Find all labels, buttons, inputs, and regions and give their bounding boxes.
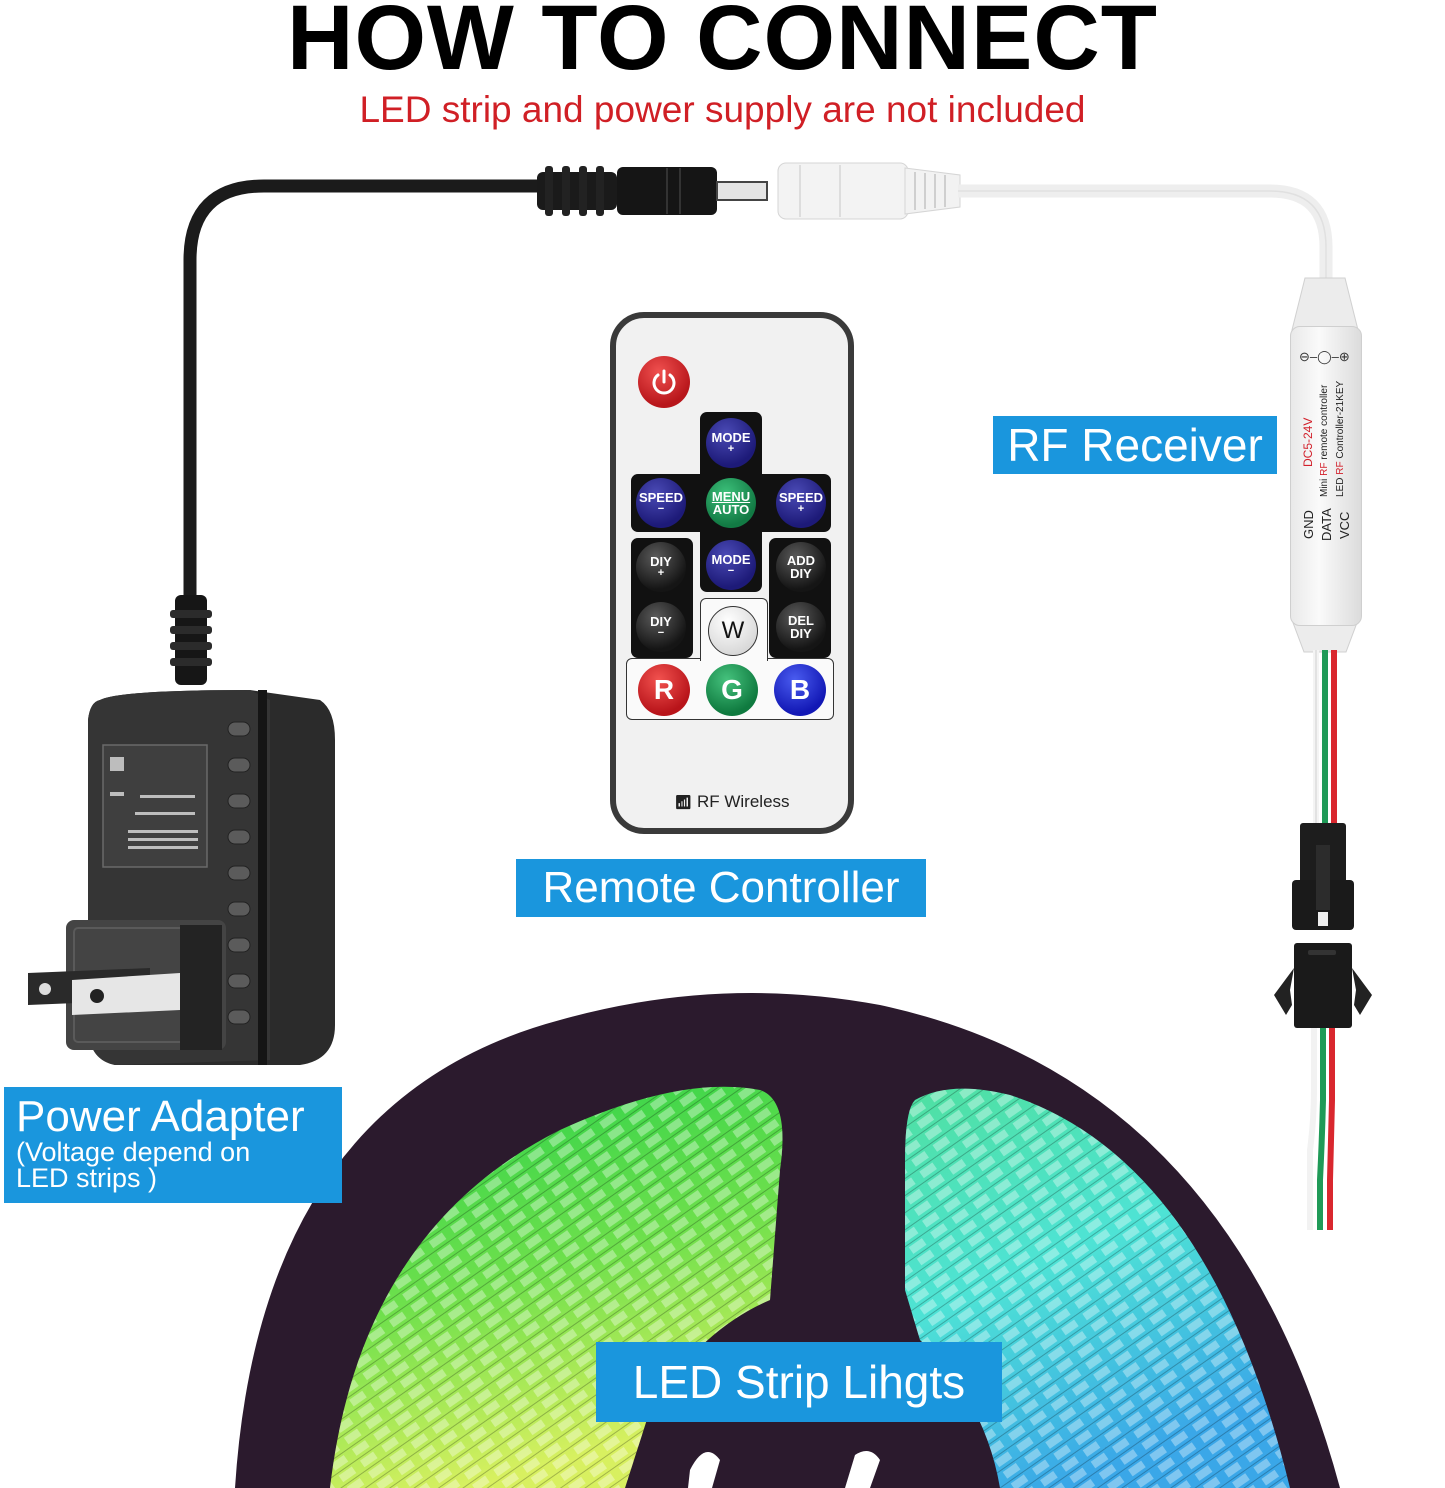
button-label: DIY (790, 566, 812, 581)
cable-strain-relief (175, 595, 207, 685)
black-power-cable (183, 179, 545, 620)
receiver-rf-text: RF (1335, 461, 1346, 475)
button-label: AUTO (712, 502, 750, 517)
button-label: G (721, 674, 743, 705)
rf-receiver: ⊖–◯–⊕ DC5-24V Mini RF remote controller … (1290, 326, 1362, 626)
button-label: B (789, 674, 811, 705)
receiver-rf-text: RF (1319, 462, 1330, 476)
power-adapter-note: LED strips ) (16, 1163, 158, 1194)
pin-gnd: GND (1301, 510, 1316, 539)
button-label: MODE (711, 552, 751, 567)
dc-female-socket (777, 162, 961, 220)
page-subtitle: LED strip and power supply are not inclu… (359, 89, 1086, 130)
jst-connector-male (1292, 823, 1354, 930)
rf-wireless-text: RF Wireless (696, 792, 790, 811)
white-button[interactable]: W (708, 606, 758, 656)
button-label: W (721, 617, 745, 644)
led-strip-label: LED Strip Lihgts (596, 1342, 1002, 1422)
button-label: + (797, 503, 805, 515)
button-label: MODE (711, 430, 751, 445)
receiver-text: remote controller (1319, 384, 1330, 463)
pin-data: DATA (1319, 508, 1334, 541)
button-label: DIY (650, 614, 672, 629)
power-adapter-note: (Voltage depend on (16, 1137, 251, 1167)
remote-controller-label: Remote Controller (516, 859, 926, 917)
del-diy-button[interactable]: DEL DIY (776, 602, 826, 652)
button-label: + (657, 567, 665, 579)
receiver-model-line2: LED RF Controller-21KEY (1335, 381, 1346, 497)
diy-minus-button[interactable]: DIY − (636, 602, 686, 652)
dc-male-plug (537, 166, 768, 216)
button-label: R (653, 674, 675, 705)
pin-vcc: VCC (1337, 511, 1352, 539)
power-adapter-label: Power Adapter (Voltage depend on LED str… (4, 1087, 342, 1203)
rf-receiver-label: RF Receiver (993, 416, 1277, 474)
button-label: − (727, 565, 735, 577)
receiver-text: Controller-21KEY (1335, 380, 1346, 462)
mode-minus-button[interactable]: MODE − (706, 540, 756, 590)
button-label: ADD (786, 553, 816, 568)
jst-connector-female (1274, 943, 1372, 1028)
button-label: DIY (790, 626, 812, 641)
add-diy-button[interactable]: ADD DIY (776, 542, 826, 592)
green-button[interactable]: G (706, 664, 758, 716)
page-title: HOW TO CONNECT (287, 0, 1158, 89)
polarity-symbol: ⊖–◯–⊕ (1299, 349, 1350, 364)
button-label: − (657, 503, 665, 515)
button-label: MENU (711, 489, 751, 504)
red-button[interactable]: R (638, 664, 690, 716)
receiver-text: LED (1335, 474, 1346, 497)
blue-button[interactable]: B (774, 664, 826, 716)
button-label: SPEED (778, 490, 824, 505)
button-label: DIY (650, 554, 672, 569)
speed-minus-button[interactable]: SPEED − (636, 478, 686, 528)
speed-plus-button[interactable]: SPEED + (776, 478, 826, 528)
remote-controller: MODE + SPEED − MENU AUTO SPEED + DIY + M… (610, 312, 854, 834)
button-label: + (727, 443, 735, 455)
wifi-icon: 📶︎ (674, 794, 693, 810)
power-adapter (28, 690, 335, 1065)
receiver-voltage: DC5-24V (1301, 417, 1315, 467)
rf-wireless-caption: 📶︎ RF Wireless (616, 792, 848, 812)
receiver-model-line1: Mini RF remote controller (1319, 385, 1330, 497)
power-icon (652, 369, 676, 395)
button-label: DEL (788, 613, 814, 628)
power-adapter-title: Power Adapter (16, 1092, 305, 1141)
button-label: − (657, 627, 665, 639)
diy-plus-button[interactable]: DIY + (636, 542, 686, 592)
menu-auto-button[interactable]: MENU AUTO (706, 478, 756, 528)
receiver-text: Mini (1319, 475, 1330, 497)
power-button[interactable] (638, 356, 690, 408)
button-label: SPEED (638, 490, 684, 505)
mode-plus-button[interactable]: MODE + (706, 418, 756, 468)
